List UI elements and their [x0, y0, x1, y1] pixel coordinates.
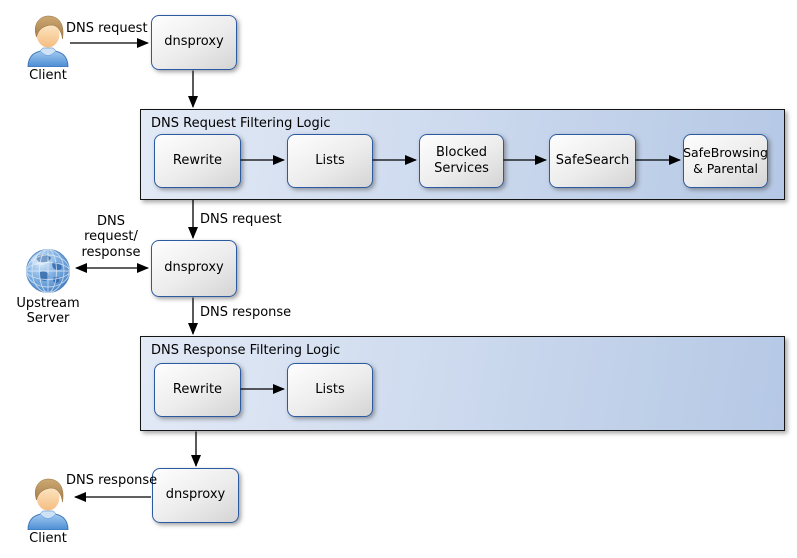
edge-label-upstream: DNS request/ response: [75, 214, 147, 260]
dnsproxy-node-bottom: dnsproxy: [152, 468, 239, 523]
dnsproxy-node-mid: dnsproxy: [151, 240, 237, 297]
step-rewrite-response: Rewrite: [154, 363, 241, 417]
step-rewrite: Rewrite: [154, 134, 241, 188]
step-lists-response: Lists: [287, 363, 373, 417]
edge-label-line: response: [81, 244, 141, 260]
globe-grid: [26, 249, 70, 293]
step-safesearch: SafeSearch: [549, 134, 636, 188]
response-filter-container: DNS Response Filtering Logic Rewrite Lis…: [140, 336, 785, 431]
request-filter-container: DNS Request Filtering Logic Rewrite List…: [140, 109, 785, 200]
client-actor-bottom: Client: [22, 477, 74, 547]
edge-label-line: request/: [84, 229, 138, 245]
person-icon: [27, 15, 69, 67]
edge-label-line: DNS: [97, 214, 125, 229]
upstream-server-actor: Upstream Server: [14, 247, 82, 327]
step-safebrowsing-parental: SafeBrowsing & Parental: [683, 134, 768, 188]
container-title: DNS Response Filtering Logic: [151, 343, 341, 358]
edge-label-dns-response-mid: DNS response: [200, 305, 292, 320]
edge-label-dns-response-bottom: DNS response: [66, 473, 158, 488]
person-icon: [27, 478, 69, 530]
actor-label: Client: [29, 531, 67, 546]
step-lists: Lists: [287, 134, 373, 188]
step-blocked-services: Blocked Services: [419, 134, 504, 188]
container-title: DNS Request Filtering Logic: [151, 116, 331, 131]
actor-label: Client: [29, 68, 67, 83]
dnsproxy-node-top: dnsproxy: [151, 15, 237, 70]
actor-label: Upstream Server: [16, 296, 80, 326]
edge-label-dns-request-mid: DNS request: [200, 212, 282, 227]
edge-label-dns-request-top: DNS request: [66, 21, 148, 36]
globe-icon: [26, 249, 70, 293]
client-actor-top: Client: [22, 14, 74, 84]
